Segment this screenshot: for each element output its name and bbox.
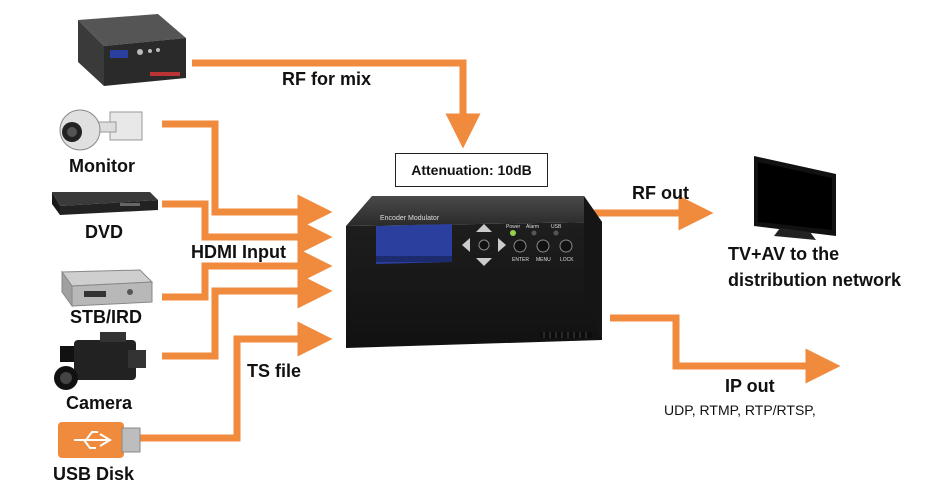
attenuation-box: Attenuation: 10dB — [395, 153, 548, 187]
arrow-usb — [140, 321, 333, 442]
device-usb: USB — [551, 224, 562, 230]
arrow-ip-out — [610, 314, 841, 384]
label-monitor: Monitor — [69, 156, 135, 176]
label-usb-disk: USB Disk — [53, 464, 135, 484]
device-power: Power — [506, 224, 521, 230]
device-enter: ENTER — [512, 257, 529, 263]
arrow-stb — [162, 248, 333, 301]
label-stb-ird: STB/IRD — [70, 307, 142, 327]
label-rf-out: RF out — [632, 183, 689, 203]
device-menu: MENU — [536, 257, 551, 263]
label-hdmi-input: HDMI Input — [191, 242, 286, 262]
label-camera: Camera — [66, 393, 133, 413]
device-alarm: Alarm — [526, 224, 539, 230]
flow-arrows — [140, 59, 841, 442]
monitor-camera-icon — [59, 109, 143, 151]
arrow-camera — [162, 273, 333, 360]
tv-icon — [754, 156, 836, 240]
encoder-modulator-device: Encoder Modulator Power Alarm USB ENTER … — [346, 196, 602, 348]
label-ip-out: IP out — [725, 376, 775, 396]
rf-source-device — [78, 14, 186, 86]
label-tv-av-line1: TV+AV to the — [728, 244, 840, 264]
label-ts-file: TS file — [247, 361, 302, 381]
arrow-rf-for-mix — [192, 59, 481, 149]
device-lock: LOCK — [560, 257, 574, 263]
label-tv-av-line2: distribution network — [728, 270, 901, 290]
usb-disk-icon — [58, 422, 141, 458]
camcorder-icon — [54, 332, 146, 390]
dvd-player-icon — [52, 192, 158, 215]
label-dvd: DVD — [85, 222, 124, 242]
label-rf-for-mix: RF for mix — [282, 69, 372, 89]
device-title: Encoder Modulator — [380, 215, 440, 222]
stb-receiver-icon — [61, 269, 154, 308]
arrow-dvd — [162, 200, 333, 255]
label-ip-protocols: UDP, RTMP, RTP/RTSP, — [664, 402, 816, 418]
arrow-monitor — [162, 120, 333, 230]
